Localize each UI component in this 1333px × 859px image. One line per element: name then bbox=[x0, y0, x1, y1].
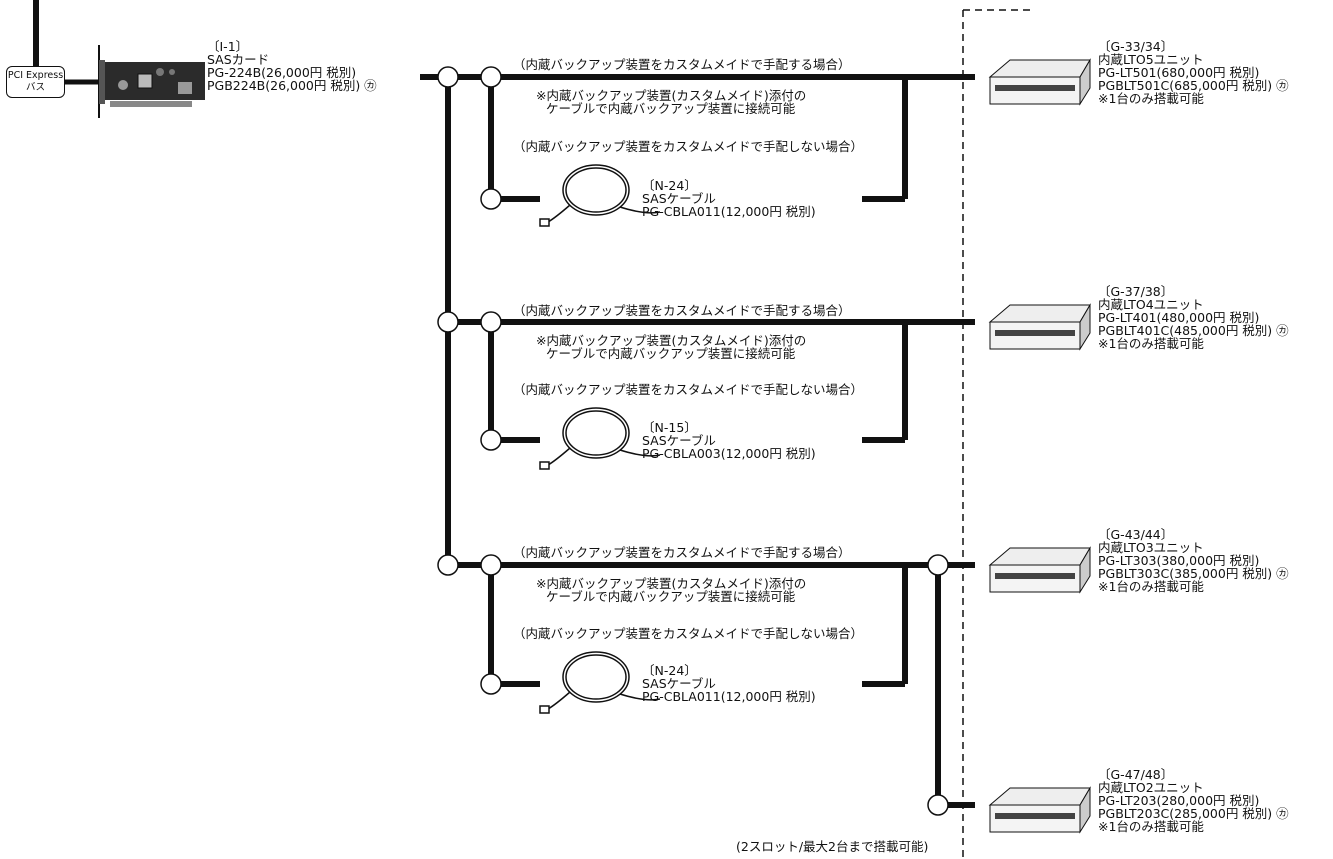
branch-3-lines bbox=[448, 562, 975, 808]
device-1-model-2: PGBLT501C(685,000円 税別) ㋕ bbox=[1098, 78, 1289, 93]
branch-1-lines bbox=[448, 74, 975, 202]
device-1-info: 〔G-33/34〕 内蔵LTO5ユニット PG-LT501(680,000円 税… bbox=[1098, 40, 1289, 105]
pci-express-bus-box: PCI Express バス bbox=[6, 66, 65, 98]
cable-coil-1 bbox=[539, 164, 661, 227]
device-3-code: 〔G-43/44〕 bbox=[1098, 527, 1174, 542]
cable-2-info: 〔N-15〕 SASケーブル PG-CBLA003(12,000円 税別) bbox=[642, 421, 816, 460]
junction-nodes bbox=[437, 66, 949, 816]
cable-2-name: SASケーブル bbox=[642, 433, 716, 448]
device-3-model-1: PG-LT303(380,000円 税別) bbox=[1098, 553, 1260, 568]
lto-drive-image-1 bbox=[988, 58, 1091, 106]
sas-card-image bbox=[98, 45, 205, 118]
device-2-info: 〔G-37/38〕 内蔵LTO4ユニット PG-LT401(480,000円 税… bbox=[1098, 285, 1289, 350]
slot-capacity-note: (2スロット/最大2台まで搭載可能) bbox=[736, 839, 929, 854]
device-4-name: 内蔵LTO2ユニット bbox=[1098, 780, 1204, 795]
card-model-1: PG-224B(26,000円 税別) bbox=[207, 65, 357, 80]
cable-2-model: PG-CBLA003(12,000円 税別) bbox=[642, 446, 816, 461]
branch-3-note-line-1: ※内蔵バックアップ装置(カスタムメイド)添付の bbox=[536, 576, 807, 591]
pci-label-2: バス bbox=[25, 82, 45, 93]
device-2-note: ※1台のみ搭載可能 bbox=[1098, 336, 1204, 351]
branch-2-note-line-2: ケーブルで内蔵バックアップ装置に接続可能 bbox=[546, 346, 796, 361]
cable-1-code: 〔N-24〕 bbox=[642, 178, 697, 193]
branch-1-note-line-2: ケーブルで内蔵バックアップ装置に接続可能 bbox=[546, 101, 796, 116]
branch-3-custom-label: （内蔵バックアップ装置をカスタムメイドで手配する場合） bbox=[513, 545, 851, 560]
device-1-code: 〔G-33/34〕 bbox=[1098, 39, 1174, 54]
cable-3-model: PG-CBLA011(12,000円 税別) bbox=[642, 689, 816, 704]
cable-3-code: 〔N-24〕 bbox=[642, 663, 697, 678]
branch-2-note: ※内蔵バックアップ装置(カスタムメイド)添付の ケーブルで内蔵バックアップ装置に… bbox=[536, 334, 806, 360]
branch-3-note-line-2: ケーブルで内蔵バックアップ装置に接続可能 bbox=[546, 589, 796, 604]
device-3-info: 〔G-43/44〕 内蔵LTO3ユニット PG-LT303(380,000円 税… bbox=[1098, 528, 1289, 593]
cable-1-model: PG-CBLA011(12,000円 税別) bbox=[642, 204, 816, 219]
branch-1-note: ※内蔵バックアップ装置(カスタムメイド)添付の ケーブルで内蔵バックアップ装置に… bbox=[536, 89, 806, 115]
cable-coil-3 bbox=[539, 651, 661, 714]
lto-drive-image-3 bbox=[988, 546, 1091, 594]
cable-3-info: 〔N-24〕 SASケーブル PG-CBLA011(12,000円 税別) bbox=[642, 664, 816, 703]
branch-1-noncustom-label: （内蔵バックアップ装置をカスタムメイドで手配しない場合） bbox=[513, 139, 864, 154]
branch-1-note-line-1: ※内蔵バックアップ装置(カスタムメイド)添付の bbox=[536, 88, 807, 103]
device-bay-boundary bbox=[962, 9, 1030, 859]
device-2-model-1: PG-LT401(480,000円 税別) bbox=[1098, 310, 1260, 325]
device-3-note: ※1台のみ搭載可能 bbox=[1098, 579, 1204, 594]
device-4-model-2: PGBLT203C(285,000円 税別) ㋕ bbox=[1098, 806, 1289, 821]
branch-1-custom-label: （内蔵バックアップ装置をカスタムメイドで手配する場合） bbox=[513, 57, 851, 72]
device-1-note: ※1台のみ搭載可能 bbox=[1098, 91, 1204, 106]
branch-3-note: ※内蔵バックアップ装置(カスタムメイド)添付の ケーブルで内蔵バックアップ装置に… bbox=[536, 577, 806, 603]
branch-2-lines bbox=[448, 319, 975, 443]
cable-1-info: 〔N-24〕 SASケーブル PG-CBLA011(12,000円 税別) bbox=[642, 179, 816, 218]
device-4-note: ※1台のみ搭載可能 bbox=[1098, 819, 1204, 834]
lto-drive-image-2 bbox=[988, 303, 1091, 351]
branch-2-custom-label: （内蔵バックアップ装置をカスタムメイドで手配する場合） bbox=[513, 303, 851, 318]
cable-3-name: SASケーブル bbox=[642, 676, 716, 691]
device-4-info: 〔G-47/48〕 内蔵LTO2ユニット PG-LT203(280,000円 税… bbox=[1098, 768, 1289, 833]
cable-coil-2 bbox=[539, 407, 661, 470]
card-code: 〔I-1〕 bbox=[207, 39, 249, 54]
card-name: SASカード bbox=[207, 52, 270, 67]
device-3-name: 内蔵LTO3ユニット bbox=[1098, 540, 1204, 555]
pci-label-1: PCI Express bbox=[7, 70, 64, 81]
device-4-code: 〔G-47/48〕 bbox=[1098, 767, 1174, 782]
device-3-model-2: PGBLT303C(385,000円 税別) ㋕ bbox=[1098, 566, 1289, 581]
lto-drive-image-4 bbox=[988, 786, 1091, 834]
branch-3-noncustom-label: （内蔵バックアップ装置をカスタムメイドで手配しない場合） bbox=[513, 626, 864, 641]
card-model-2: PGB224B(26,000円 税別) ㋕ bbox=[207, 78, 377, 93]
sas-card-info: 〔I-1〕 SASカード PG-224B(26,000円 税別) PGB224B… bbox=[207, 40, 377, 92]
device-1-name: 内蔵LTO5ユニット bbox=[1098, 52, 1204, 67]
device-4-model-1: PG-LT203(280,000円 税別) bbox=[1098, 793, 1260, 808]
device-2-model-2: PGBLT401C(485,000円 税別) ㋕ bbox=[1098, 323, 1289, 338]
branch-2-note-line-1: ※内蔵バックアップ装置(カスタムメイド)添付の bbox=[536, 333, 807, 348]
pci-bus-connector bbox=[33, 0, 100, 85]
cable-2-code: 〔N-15〕 bbox=[642, 420, 697, 435]
device-2-name: 内蔵LTO4ユニット bbox=[1098, 297, 1204, 312]
cable-1-name: SASケーブル bbox=[642, 191, 716, 206]
branch-2-noncustom-label: （内蔵バックアップ装置をカスタムメイドで手配しない場合） bbox=[513, 382, 864, 397]
device-1-model-1: PG-LT501(680,000円 税別) bbox=[1098, 65, 1260, 80]
device-2-code: 〔G-37/38〕 bbox=[1098, 284, 1174, 299]
